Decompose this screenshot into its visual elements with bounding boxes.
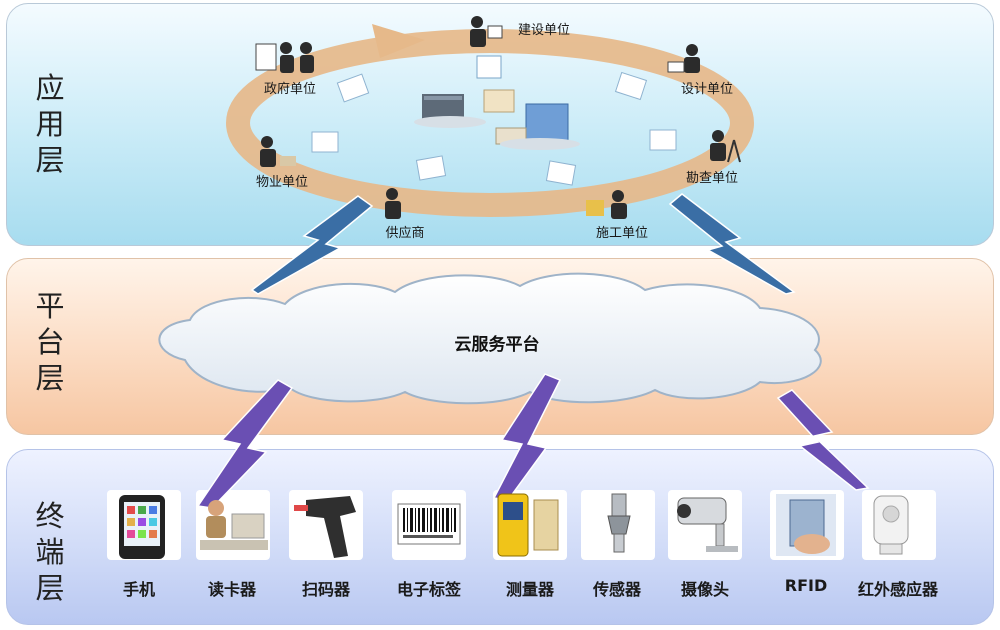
terminal-layer-title: 终端层 (35, 499, 65, 605)
contractor-unit-label: 施工单位 (595, 226, 649, 241)
card-reader-icon (200, 500, 268, 550)
application-layer-title: 应用层 (35, 71, 65, 177)
sensor-icon (607, 493, 631, 553)
uplink-left-bolt (250, 195, 374, 295)
device-label-rfid: RFID (784, 576, 828, 595)
construction-unit-label: 建设单位 (517, 23, 571, 38)
scanner-icon (294, 496, 356, 558)
downlink-left-bolt (196, 379, 294, 509)
supplier-label: 供应商 (385, 226, 425, 241)
device-label-sensor: 传感器 (592, 580, 642, 599)
document-icon (311, 131, 339, 153)
electronic-tag-icon (397, 503, 461, 545)
property-unit-person-icon (260, 136, 296, 167)
government-unit-label: 政府单位 (263, 82, 317, 97)
supplier-person-icon (385, 188, 401, 219)
infrared-sensor-icon (873, 495, 909, 555)
document-icon (649, 129, 677, 151)
device-label-infrared-sensor: 红外感应器 (857, 580, 939, 599)
document-icon (415, 155, 447, 181)
cloud-platform-label: 云服务平台 (454, 335, 540, 355)
document-icon (614, 71, 648, 101)
camera-icon (677, 497, 738, 552)
surveying-instrument-icon (497, 493, 559, 557)
document-icon (336, 73, 370, 103)
construction-unit-person-icon (470, 16, 503, 47)
application-cycle-ring (226, 24, 754, 217)
property-unit-label: 物业单位 (255, 175, 309, 190)
device-label-electronic-tag: 电子标签 (396, 580, 462, 599)
central-buildings-icon (414, 55, 580, 150)
survey-unit-label: 勘查单位 (685, 171, 739, 186)
device-label-camera: 摄像头 (680, 580, 730, 599)
document-icon (545, 160, 577, 186)
design-unit-label: 设计单位 (680, 82, 734, 97)
device-label-phone: 手机 (122, 580, 156, 599)
uplink-right-bolt (668, 193, 796, 295)
ring-arrow-head (372, 24, 425, 58)
cloud-shape (158, 272, 822, 405)
survey-unit-person-icon (710, 130, 741, 163)
rfid-icon (776, 494, 836, 556)
design-unit-person-icon (667, 44, 700, 73)
downlink-right-bolt (776, 389, 870, 491)
government-unit-person-icon (255, 42, 314, 73)
platform-layer-title: 平台层 (35, 289, 65, 395)
device-label-scanner: 扫码器 (301, 580, 351, 599)
device-label-surveying-instrument: 测量器 (505, 580, 555, 599)
device-label-card-reader: 读卡器 (207, 580, 257, 599)
contractor-person-icon (586, 190, 627, 219)
phone-icon (119, 495, 165, 559)
